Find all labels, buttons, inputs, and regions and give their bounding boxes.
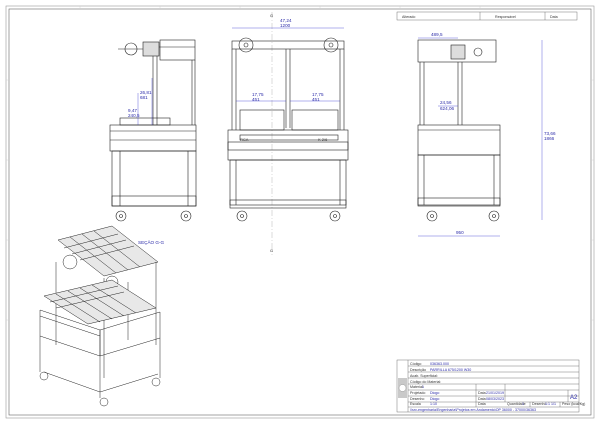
tb-drawing-value: 1:1 1/1 [545,402,556,406]
dim-center-right-mm: 451 [312,97,320,102]
tb-path: \\srv-engenharia\Engenharia\Projetos em … [410,408,536,412]
tb-approved-date-label: Data [478,402,486,406]
outer-border [5,5,595,419]
tb-designed-value: Diogo [430,391,439,395]
tb-drawn-value: Diogo [430,397,439,401]
inner-border [8,8,592,416]
tb-designed-date: 21/01/2019 [486,391,504,395]
title-block [396,359,580,413]
revision-responsible: Responsável [495,15,516,19]
tb-desc-value: PARRILLA 675/1200 W30 [430,368,471,372]
tb-code-value: 036363.000 [430,362,449,366]
dim-top-width-mm: 1200 [280,23,291,28]
isometric-view [39,225,161,407]
tb-code-label: Código [410,362,421,366]
dim-overall-height-mm: 1866 [544,136,555,141]
tb-desc-label: Descrição [410,368,426,372]
side-view-left [109,39,197,222]
title-block-text: Código 036363.000 Descrição PARRILLA 675… [410,362,585,412]
dim-overall-depth: 950 [456,230,464,235]
dim-side-depth: 489,5 [431,32,443,37]
tb-qty-value: 1 [522,402,524,406]
side-view-right [417,39,501,222]
label-rca-left: RCA [240,137,249,142]
dim-top-width: 47,24 [280,18,292,23]
side-dims-left: 26,81 681 9,47 240,5 [128,78,153,125]
cut-label-top: G [270,13,273,18]
tb-designed-label: Projetado [410,391,425,395]
cut-label-bottom: G [270,248,273,253]
tb-scale-label: Escala [410,402,421,406]
tb-drawing-label: Desenho [532,402,546,406]
tb-drawn-date-label: Data [478,397,486,401]
dim-center-left: 17,75 [252,92,264,97]
front-dims: 47,24 1200 17,75 451 17,75 451 RCA K 2/6… [232,13,344,253]
tb-designed-date-label: Data [478,391,486,395]
revision-date: Data [550,15,558,19]
tb-material-value: 1 [422,385,424,389]
dim-height-b: 9,47 [128,108,137,113]
tb-format: A2 [570,395,578,401]
company-logo [398,378,407,398]
dim-center-left-mm: 451 [252,97,260,102]
tb-scale-value: 1:10 [430,402,437,406]
tb-unit-label: Peso (kcal/Kg) [562,402,585,406]
tb-finish-label: Acab. Superficial: [410,374,438,378]
dim-side-inner: 24,56 [440,100,452,105]
dim-overall-height: 73,66 [544,131,556,136]
revision-altered: Alterado [402,15,415,19]
dim-center-right: 17,75 [312,92,324,97]
tb-drawn-label: Desenho [410,397,424,401]
section-view-label: SEÇÃO G-G [138,239,164,245]
dim-height-a-mm: 681 [140,95,148,100]
dim-height-b-mm: 240,5 [128,113,140,118]
front-view [227,12,349,255]
tb-drawn-date: 08/03/2023 [486,397,504,401]
tb-qty-label: Quantidade [507,402,526,406]
dim-height-a: 26,81 [140,90,152,95]
side-dims-right: 489,5 24,56 624,06 73,66 1866 950 [418,32,556,237]
tb-material-label: Material: [410,385,424,389]
zone-ticks [6,6,594,321]
revision-table: Alterado Responsável Data [396,11,578,21]
label-rca-right: K 2/6 [318,137,328,142]
dim-side-inner-mm: 624,06 [440,106,454,111]
tb-mat-code-label: Código do Material: [410,380,441,384]
